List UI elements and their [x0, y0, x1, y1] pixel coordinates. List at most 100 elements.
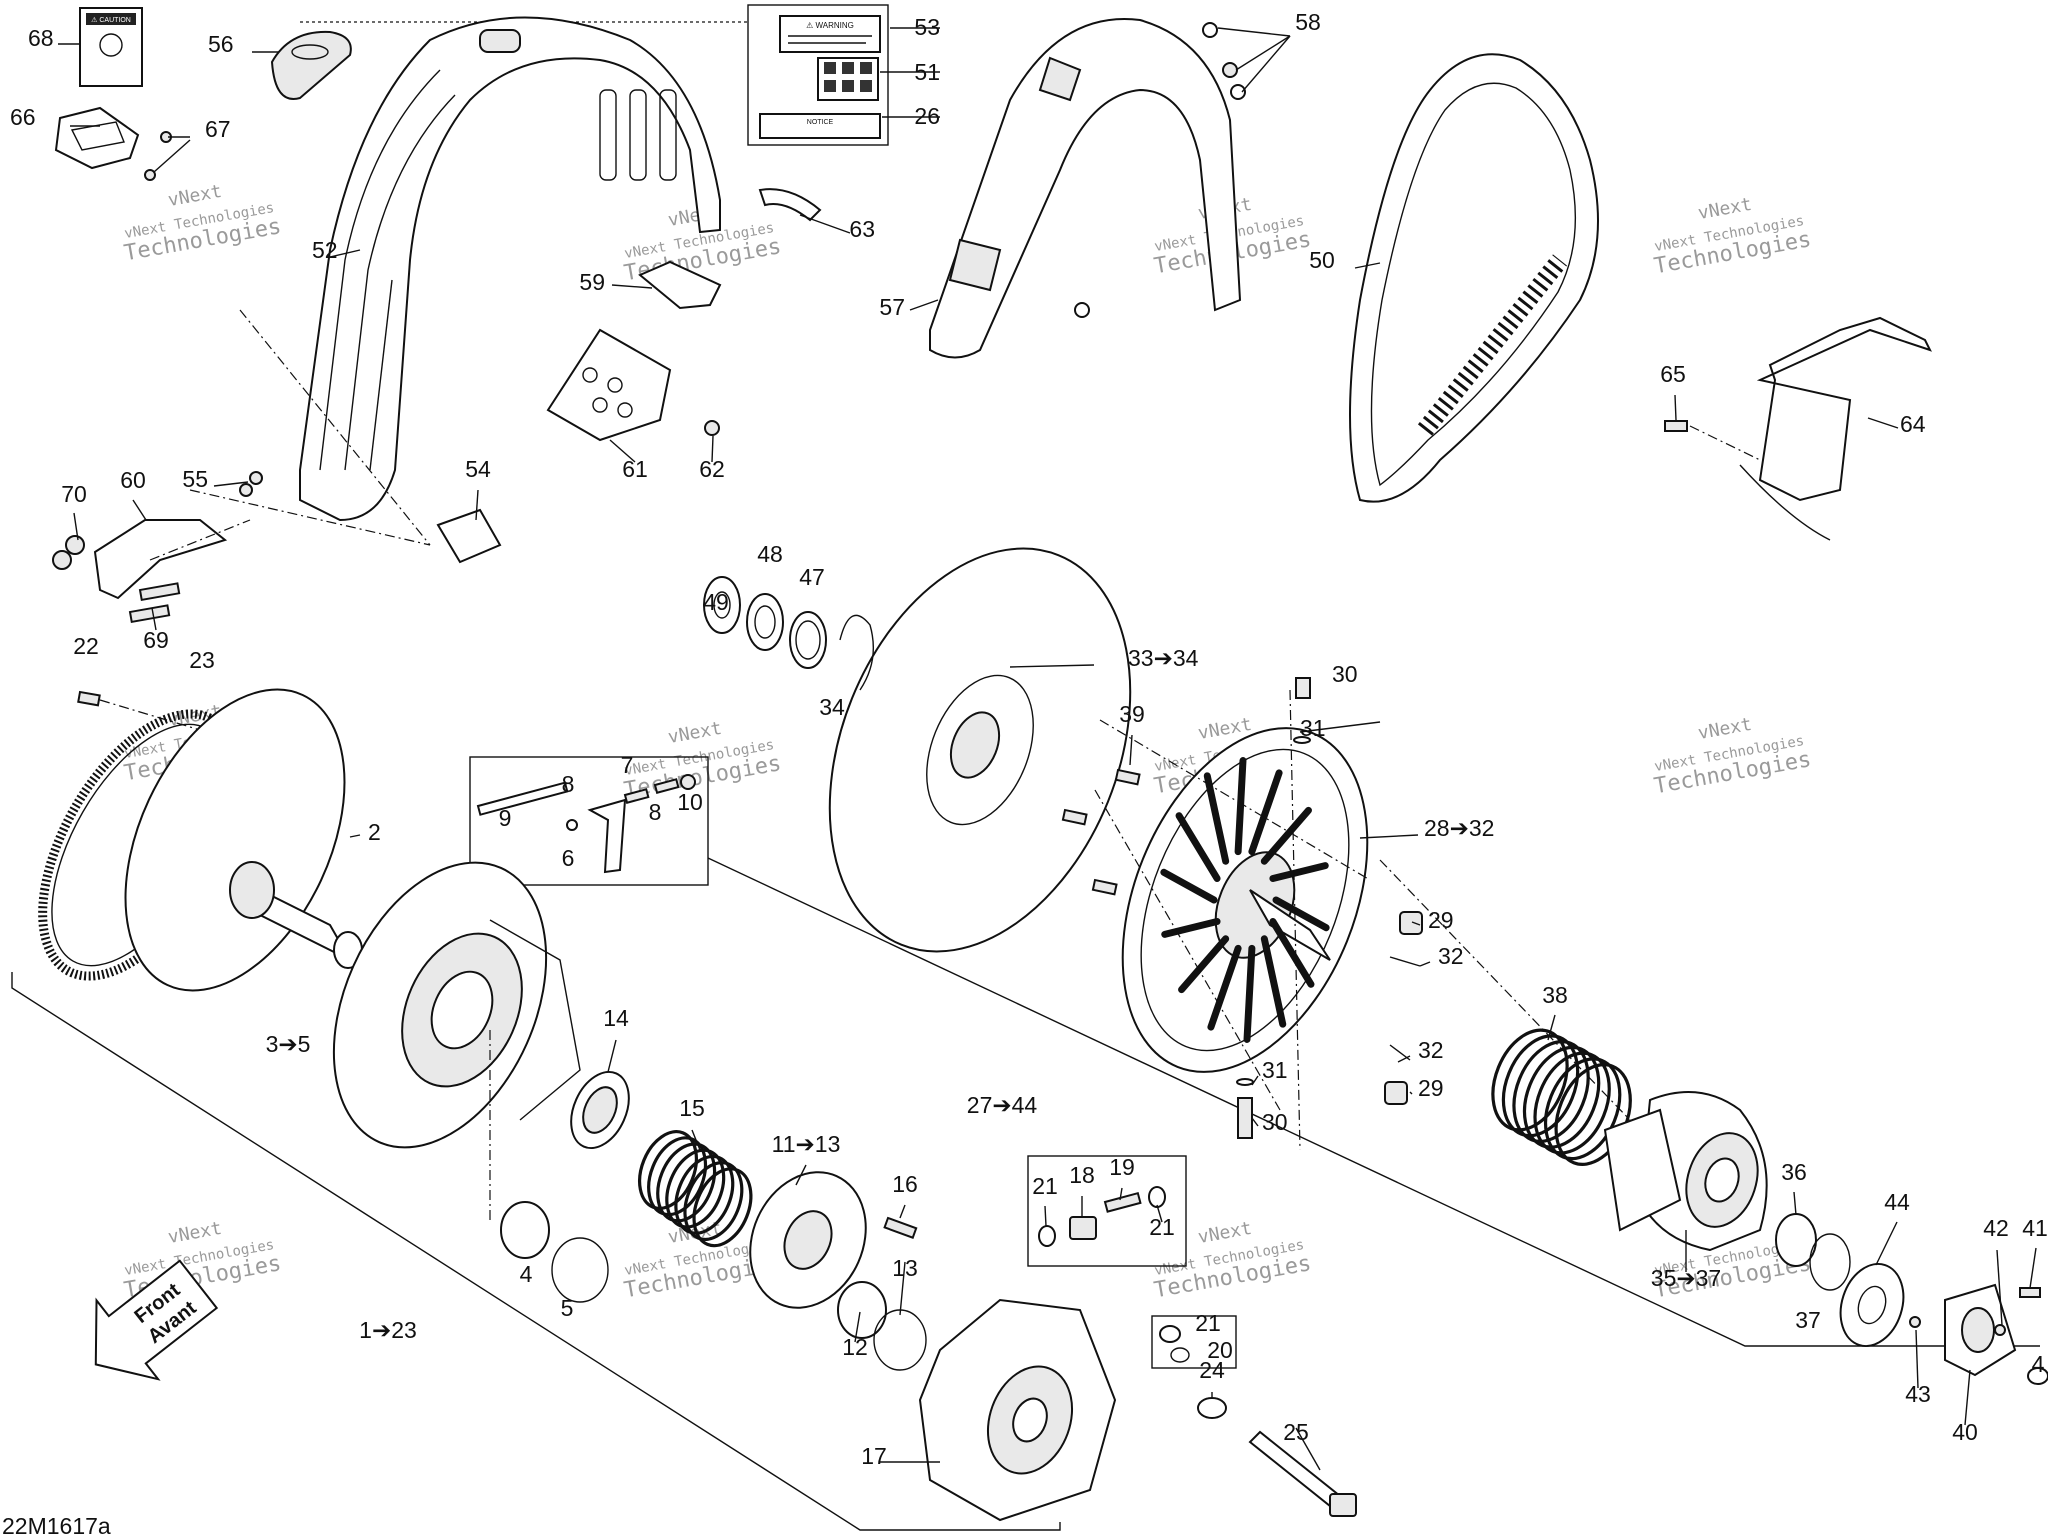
bracket-27-44 — [707, 857, 2040, 1347]
callout-label: 70 — [61, 481, 87, 507]
bushing-group-frame — [1151, 1315, 1237, 1369]
guard-arch-grip — [479, 29, 521, 53]
callout-label: 68 — [28, 25, 54, 51]
callout-label: 17 — [861, 1443, 887, 1469]
callout-label: 5 — [561, 1295, 574, 1321]
notice-decal — [759, 113, 881, 139]
callout-label: 4 — [2032, 1351, 2045, 1377]
callout-label: 63 — [849, 216, 875, 242]
driven-cam-assembly — [1491, 1028, 2048, 1385]
leader-lines — [58, 27, 2037, 1471]
spider-assembly — [918, 1186, 1357, 1522]
callout-label: 11➔13 — [772, 1131, 841, 1157]
drawing-code: 22M1617a — [2, 1513, 111, 1536]
callout-label: 20 — [1207, 1337, 1233, 1363]
callout-label: 15 — [679, 1095, 705, 1121]
roller-lever-parts — [476, 774, 696, 874]
callout-label: 8 — [562, 771, 575, 797]
callout-label: 22 — [73, 633, 99, 659]
roller-group-frame — [1027, 1155, 1187, 1267]
washer-stack — [703, 576, 875, 691]
spring-38 — [1491, 1028, 1632, 1166]
callout-label: 60 — [120, 467, 146, 493]
callout-label: 31 — [1262, 1057, 1288, 1083]
callout-label: 21 — [1032, 1173, 1058, 1199]
callout-label: 18 — [1069, 1162, 1095, 1188]
callout-label: 29 — [1418, 1075, 1444, 1101]
callout-label: 38 — [1542, 982, 1568, 1008]
caution-decal: ⚠ CAUTION — [79, 7, 143, 87]
mount-brackets — [546, 188, 822, 442]
callout-label: 32 — [1418, 1037, 1444, 1063]
callout-label: 23 — [189, 647, 215, 673]
drive-belt-part — [1349, 53, 1599, 503]
svg-text:vNext: vNext — [666, 718, 723, 748]
callout-label: 42 — [1983, 1215, 2009, 1241]
callout-label: 10 — [677, 789, 703, 815]
caution-decal-icon — [99, 33, 123, 57]
callout-label: 56 — [208, 31, 234, 57]
bracket-1-23 — [11, 972, 1061, 1531]
callout-label: 4 — [520, 1261, 533, 1287]
callout-label: 21 — [1149, 1214, 1175, 1240]
callout-label: 16 — [892, 1171, 918, 1197]
callout-label: 3➔5 — [266, 1031, 311, 1057]
callout-label: 55 — [182, 466, 208, 492]
spring-and-cups — [500, 1070, 927, 1371]
callout-label: 27➔44 — [967, 1092, 1038, 1118]
callout-label: 59 — [579, 269, 605, 295]
callout-label: 21 — [1195, 1310, 1221, 1336]
callout-label: 65 — [1660, 361, 1686, 387]
fixed-sheave — [124, 688, 346, 992]
callout-label: 36 — [1781, 1159, 1807, 1185]
callout-label: 52 — [312, 237, 338, 263]
callout-label: 49 — [703, 589, 729, 615]
callout-label: 67 — [205, 116, 231, 142]
callout-label: 61 — [622, 456, 648, 482]
callout-label: 25 — [1283, 1419, 1309, 1445]
callout-label: 69 — [143, 627, 169, 653]
warning-decal — [779, 15, 881, 53]
decal-group-frame — [747, 4, 889, 146]
drive-pulley-fixed-half — [38, 688, 363, 992]
callout-label: 31 — [1300, 715, 1326, 741]
notice-decal-text: NOTICE — [807, 119, 834, 126]
callout-label: 13 — [892, 1255, 918, 1281]
callout-label: 40 — [1952, 1419, 1978, 1445]
callout-label: 28➔32 — [1424, 815, 1494, 841]
callout-label: 43 — [1905, 1381, 1931, 1407]
callout-label: 64 — [1900, 411, 1926, 437]
callout-label: 24 — [1199, 1357, 1225, 1383]
front-direction-arrow: Front Avant — [94, 1259, 219, 1381]
lower-brackets — [52, 471, 502, 624]
callout-label: 14 — [603, 1005, 629, 1031]
callout-label: 32 — [1438, 943, 1464, 969]
callout-label: 2 — [368, 819, 381, 845]
callout-label: 58 — [1295, 9, 1321, 35]
svg-text:vNext: vNext — [1696, 194, 1753, 224]
callout-label: 26 — [914, 103, 940, 129]
callout-label: 30 — [1262, 1109, 1288, 1135]
drive-pulley-movable-half — [332, 861, 581, 1149]
callout-label: 29 — [1428, 907, 1454, 933]
callout-label: 51 — [914, 59, 940, 85]
callout-label: 47 — [799, 564, 825, 590]
clip-part — [54, 106, 172, 181]
callout-label: 66 — [10, 104, 36, 130]
callout-label: 19 — [1109, 1154, 1135, 1180]
belt-guard-arch — [299, 16, 721, 522]
callout-label: 37 — [1795, 1307, 1821, 1333]
callout-label: 50 — [1309, 247, 1335, 273]
callout-label: 34 — [819, 694, 845, 720]
svg-text:vNext: vNext — [1696, 714, 1753, 744]
callout-label: 57 — [879, 294, 905, 320]
callout-label: 62 — [699, 456, 725, 482]
callout-label: 30 — [1332, 661, 1358, 687]
callout-label: 33➔34 — [1128, 645, 1199, 671]
guard-arch-body — [299, 16, 721, 522]
svg-text:vNext: vNext — [166, 181, 223, 211]
callout-label: 54 — [465, 456, 491, 482]
